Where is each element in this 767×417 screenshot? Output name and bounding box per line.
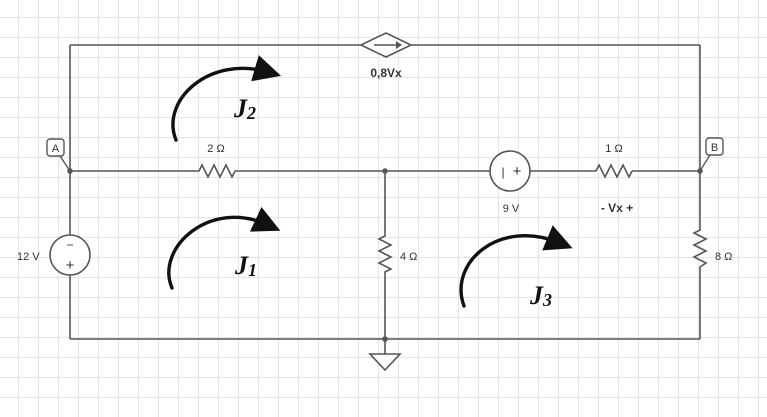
node-a-tag: A bbox=[46, 138, 71, 172]
mesh-arrow-icon bbox=[459, 225, 573, 308]
node-a-label: A bbox=[52, 143, 60, 155]
wires bbox=[69, 44, 701, 354]
resistor-4-ohm: 4 Ω bbox=[377, 232, 417, 276]
ground-icon bbox=[368, 353, 402, 372]
source-9v-label: 9 V bbox=[503, 203, 520, 215]
node-b-label: B bbox=[711, 142, 718, 154]
minus-sign: − bbox=[66, 238, 73, 252]
vx-label: - Vx + bbox=[601, 201, 633, 215]
voltage-source-9v: | + 9 V bbox=[489, 150, 531, 215]
resistor-2-label: 2 Ω bbox=[207, 143, 224, 155]
mesh-arrow-icon bbox=[171, 55, 282, 142]
mesh-arrows bbox=[167, 55, 573, 308]
plus-sign: + bbox=[513, 163, 522, 180]
dependent-source-label: 0,8Vx bbox=[370, 66, 402, 80]
resistor-8-label: 8 Ω bbox=[715, 251, 732, 263]
plus-sign: + bbox=[66, 257, 75, 274]
node-b-tag: B bbox=[699, 137, 724, 172]
mesh-label-j1: J1 bbox=[234, 251, 257, 280]
resistor-2-ohm: 2 Ω bbox=[195, 143, 238, 179]
minus-bar-sign: | bbox=[501, 165, 504, 179]
source-12v-label: 12 V bbox=[17, 251, 40, 263]
resistor-8-ohm: 8 Ω bbox=[692, 226, 732, 271]
dependent-current-source: 0,8Vx bbox=[359, 32, 413, 80]
resistor-1-ohm: 1 Ω - Vx + bbox=[592, 143, 633, 215]
mesh-arrow-icon bbox=[167, 206, 281, 290]
voltage-source-12v: − + 12 V bbox=[17, 234, 91, 276]
junction-dot bbox=[382, 336, 388, 342]
resistor-1-label: 1 Ω bbox=[605, 143, 622, 155]
junction-dot bbox=[382, 168, 388, 174]
mesh-label-j3: J3 bbox=[529, 281, 552, 310]
resistor-4-label: 4 Ω bbox=[400, 251, 417, 263]
mesh-label-j2: J2 bbox=[233, 94, 256, 123]
